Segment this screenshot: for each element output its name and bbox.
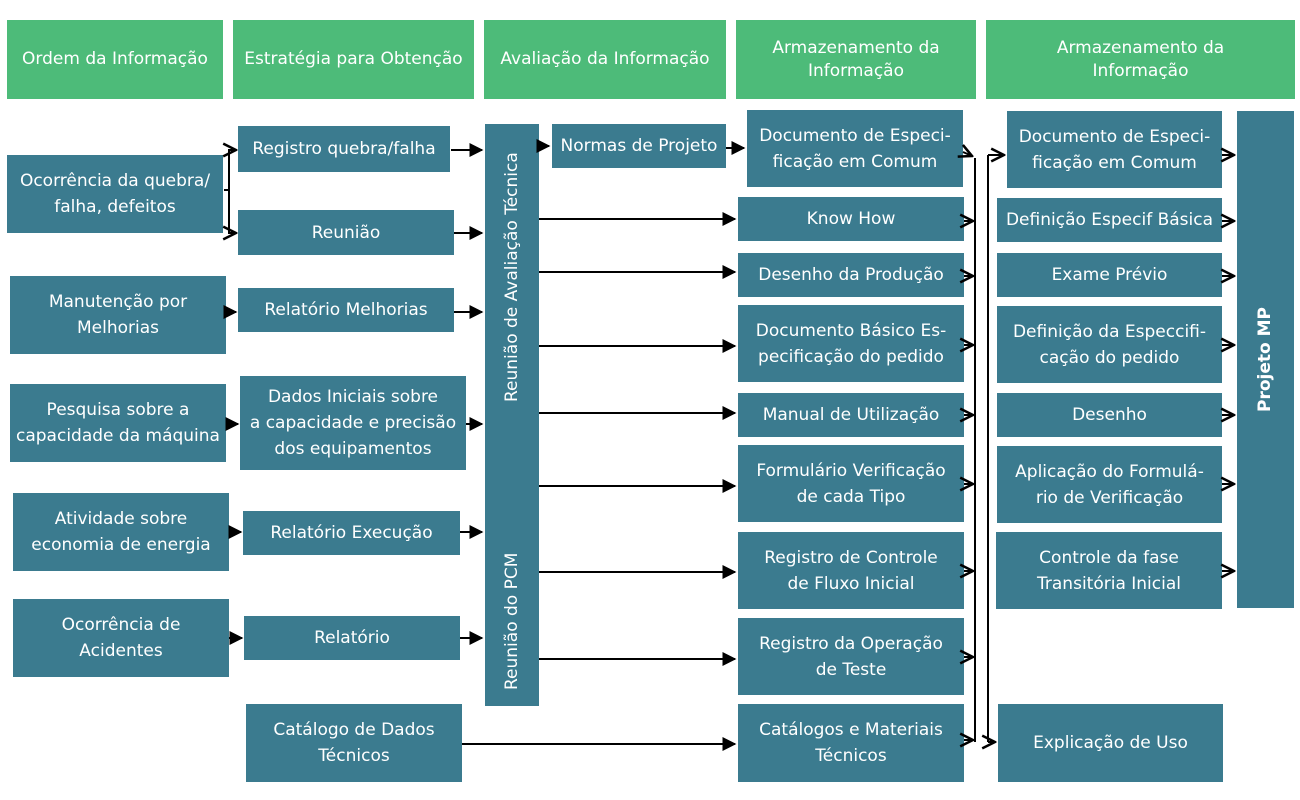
arm1-catalogos-materiais: Catálogos e Materiais Técnicos: [738, 704, 964, 782]
arm2-documento-especificacao: Documento de Especi- ficação em Comum: [1007, 111, 1222, 188]
estrategia-relatorio-melhorias: Relatório Melhorias: [238, 288, 454, 332]
estrategia-relatorio-execucao: Relatório Execução: [243, 511, 460, 555]
header-ordem: Ordem da Informação: [7, 20, 223, 99]
header-armazenamento-1: Armazenamento da Informação: [736, 20, 976, 99]
header-estrategia: Estratégia para Obtenção: [233, 20, 474, 99]
arm2-controle-fase: Controle da fase Transitória Inicial: [996, 532, 1222, 609]
stub-arm1-0: [963, 152, 972, 156]
ordem-acidentes: Ocorrência de Acidentes: [13, 599, 229, 677]
arm2-desenho: Desenho: [997, 393, 1222, 437]
arrow-quebra-reuniao: [229, 190, 236, 233]
estrategia-catalogo-dados: Catálogo de Dados Técnicos: [246, 704, 462, 782]
arm1-know-how: Know How: [738, 197, 964, 241]
header-avaliacao: Avaliação da Informação: [484, 20, 726, 99]
arm1-documento-basico: Documento Básico Es- pecificação do pedi…: [738, 305, 964, 382]
ordem-economia-energia: Atividade sobre economia de energia: [13, 493, 229, 571]
reuniao-bar: [485, 124, 539, 706]
arm1-formulario-verificacao: Formulário Verificação de cada Tipo: [738, 445, 964, 522]
ordem-pesquisa-capacidade: Pesquisa sobre a capacidade da máquina: [10, 384, 226, 462]
estrategia-reuniao: Reunião: [238, 210, 454, 255]
arm2-exame-previo: Exame Prévio: [997, 253, 1222, 297]
projeto-mp-bar: [1237, 111, 1294, 608]
arm1-registro-operacao: Registro da Operação de Teste: [738, 618, 964, 695]
estrategia-relatorio: Relatório: [244, 616, 460, 660]
arm1-manual-utilizacao: Manual de Utilização: [738, 393, 964, 437]
ordem-quebra-falha: Ocorrência da quebra/ falha, defeitos: [7, 155, 223, 233]
arm2-aplicacao-formulario: Aplicação do Formulá- rio de Verificação: [997, 446, 1222, 523]
normas-de-projeto: Normas de Projeto: [552, 124, 726, 168]
header-armazenamento-2: Armazenamento da Informação: [986, 20, 1295, 99]
arm1-registro-controle: Registro de Controle de Fluxo Inicial: [738, 532, 964, 609]
arm2-definicao-especificacao-pedido: Definição da Especcifi- cação do pedido: [997, 306, 1222, 383]
arm1-desenho-producao: Desenho da Produção: [738, 253, 964, 297]
estrategia-registro-quebra: Registro quebra/falha: [238, 126, 450, 172]
arm2-definicao-especif-basica: Definição Especif Básica: [997, 198, 1222, 242]
arrow-quebra-fork: [224, 150, 236, 191]
estrategia-dados-iniciais: Dados Iniciais sobre a capacidade e prec…: [240, 376, 466, 470]
arm1-documento-especificacao: Documento de Especi- ficação em Comum: [747, 110, 963, 187]
arm2-explicacao-uso: Explicação de Uso: [998, 704, 1223, 782]
ordem-manutencao-melhorias: Manutenção por Melhorias: [10, 276, 226, 354]
